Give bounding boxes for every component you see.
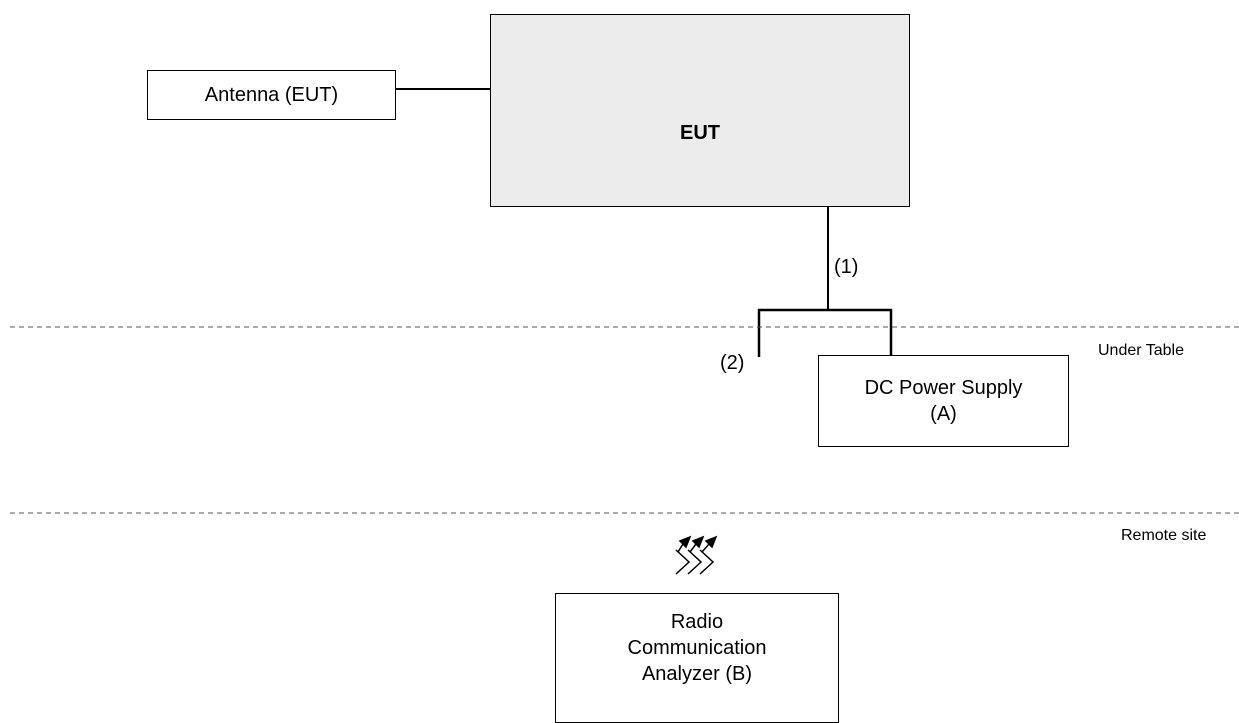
antenna-label: Antenna (EUT) <box>204 84 339 106</box>
eut-box <box>490 14 910 207</box>
antenna-box: Antenna (EUT) <box>147 70 396 120</box>
cable-1-label: (1) <box>834 256 859 278</box>
radio-communication-analyzer-label: Radio Communication Analyzer (B) <box>627 611 767 685</box>
under-table-zone-label: Under Table <box>1098 342 1184 359</box>
dc-power-supply-label: DC Power Supply (A) <box>864 377 1023 425</box>
cable-2-label: (2) <box>720 352 745 374</box>
remote-site-zone-label: Remote site <box>1121 527 1207 544</box>
wireless-signal-icon <box>675 535 718 575</box>
dc-power-supply-box: DC Power Supply (A) <box>818 355 1069 447</box>
eut-label: EUT <box>680 122 720 144</box>
radio-communication-analyzer-box: Radio Communication Analyzer (B) <box>555 593 839 723</box>
